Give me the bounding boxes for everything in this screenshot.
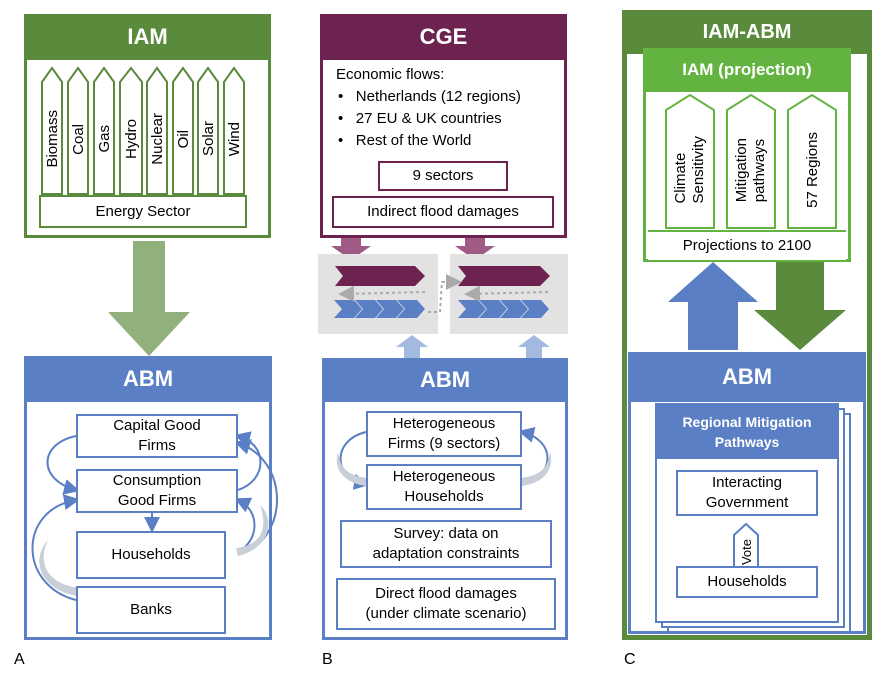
panel-c-iam-title: IAM (projection) [643, 48, 851, 92]
direct-damages-box: Direct flood damages (under climate scen… [336, 578, 556, 630]
regional-pathways-title: Regional Mitigation Pathways [657, 405, 837, 459]
projections-box: Projections to 2100 [648, 230, 846, 260]
dotted-feedback [338, 274, 549, 313]
mitigation-pathways-label: Mitigation pathways [733, 137, 768, 203]
energy-label-oil: Oil [174, 129, 192, 149]
banks-box: Banks [76, 586, 226, 634]
energy-label-gas: Gas [95, 125, 113, 153]
energy-label-coal: Coal [69, 123, 87, 155]
panel-b-cge-title: CGE [320, 14, 567, 60]
heterogeneous-households-box: Heterogeneous Households [366, 464, 522, 510]
climate-sensitivity-label: Climate Sensitivity [672, 136, 707, 204]
vote-label: Vote [738, 538, 754, 566]
abm-to-iam-arrow [668, 262, 758, 350]
panel-c-abm-title: ABM [628, 352, 866, 402]
interacting-government-box: Interacting Government [676, 470, 818, 516]
panel-b-letter: B [322, 651, 333, 668]
vote-arrow [733, 522, 759, 569]
households-box: Households [76, 531, 226, 579]
panel-a-abm-title: ABM [24, 356, 272, 402]
energy-label-solar: Solar [199, 121, 217, 157]
flow-item-netherlands: • Netherlands (12 regions) [338, 88, 521, 105]
panel-a-letter: A [14, 651, 25, 668]
energy-sector-box: Energy Sector [39, 195, 247, 228]
blue-chevrons-right [458, 300, 549, 318]
consumption-good-firms-box: Consumption Good Firms [76, 469, 238, 513]
heterogeneous-firms-box: Heterogeneous Firms (9 sectors) [366, 411, 522, 457]
iam-pentagons [665, 93, 837, 229]
energy-label-hydro: Hydro [122, 118, 140, 159]
cge-arrow-right [455, 236, 495, 260]
sectors-box: 9 sectors [378, 161, 508, 191]
panel-b-abm-title: ABM [322, 358, 568, 402]
abm-up-arrow-right [518, 335, 550, 360]
panel-c-households-box: Households [676, 566, 818, 598]
iam-to-abm-arrow [108, 241, 190, 356]
panel-a-iam-title: IAM [24, 14, 271, 60]
capital-good-firms-box: Capital Good Firms [76, 414, 238, 458]
maroon-chevron-right [458, 266, 550, 286]
panel-c-outer-title: IAM-ABM [622, 10, 872, 54]
regions-label: 57 Regions [803, 132, 821, 208]
survey-box: Survey: data on adaptation constraints [340, 520, 552, 568]
energy-pentagons [41, 66, 245, 195]
energy-label-nuclear: Nuclear [148, 113, 166, 165]
maroon-chevron-left [335, 266, 425, 286]
cge-arrow-left [331, 236, 371, 260]
energy-label-wind: Wind [225, 121, 243, 157]
blue-chevrons-left [334, 300, 425, 318]
flow-item-row: • Rest of the World [338, 132, 472, 149]
panel-a-loop-tails [39, 505, 269, 596]
iam-to-abm-arrow-c [754, 262, 846, 350]
panel-b-loop-tails [336, 452, 552, 486]
energy-label-biomass: Biomass [43, 110, 61, 168]
flow-item-eu-uk: • 27 EU & UK countries [338, 110, 502, 127]
indirect-damages-box: Indirect flood damages [332, 196, 554, 228]
abm-up-arrow-left [396, 335, 428, 360]
panel-c-letter: C [624, 651, 636, 668]
economic-flows-label: Economic flows: [336, 66, 445, 83]
